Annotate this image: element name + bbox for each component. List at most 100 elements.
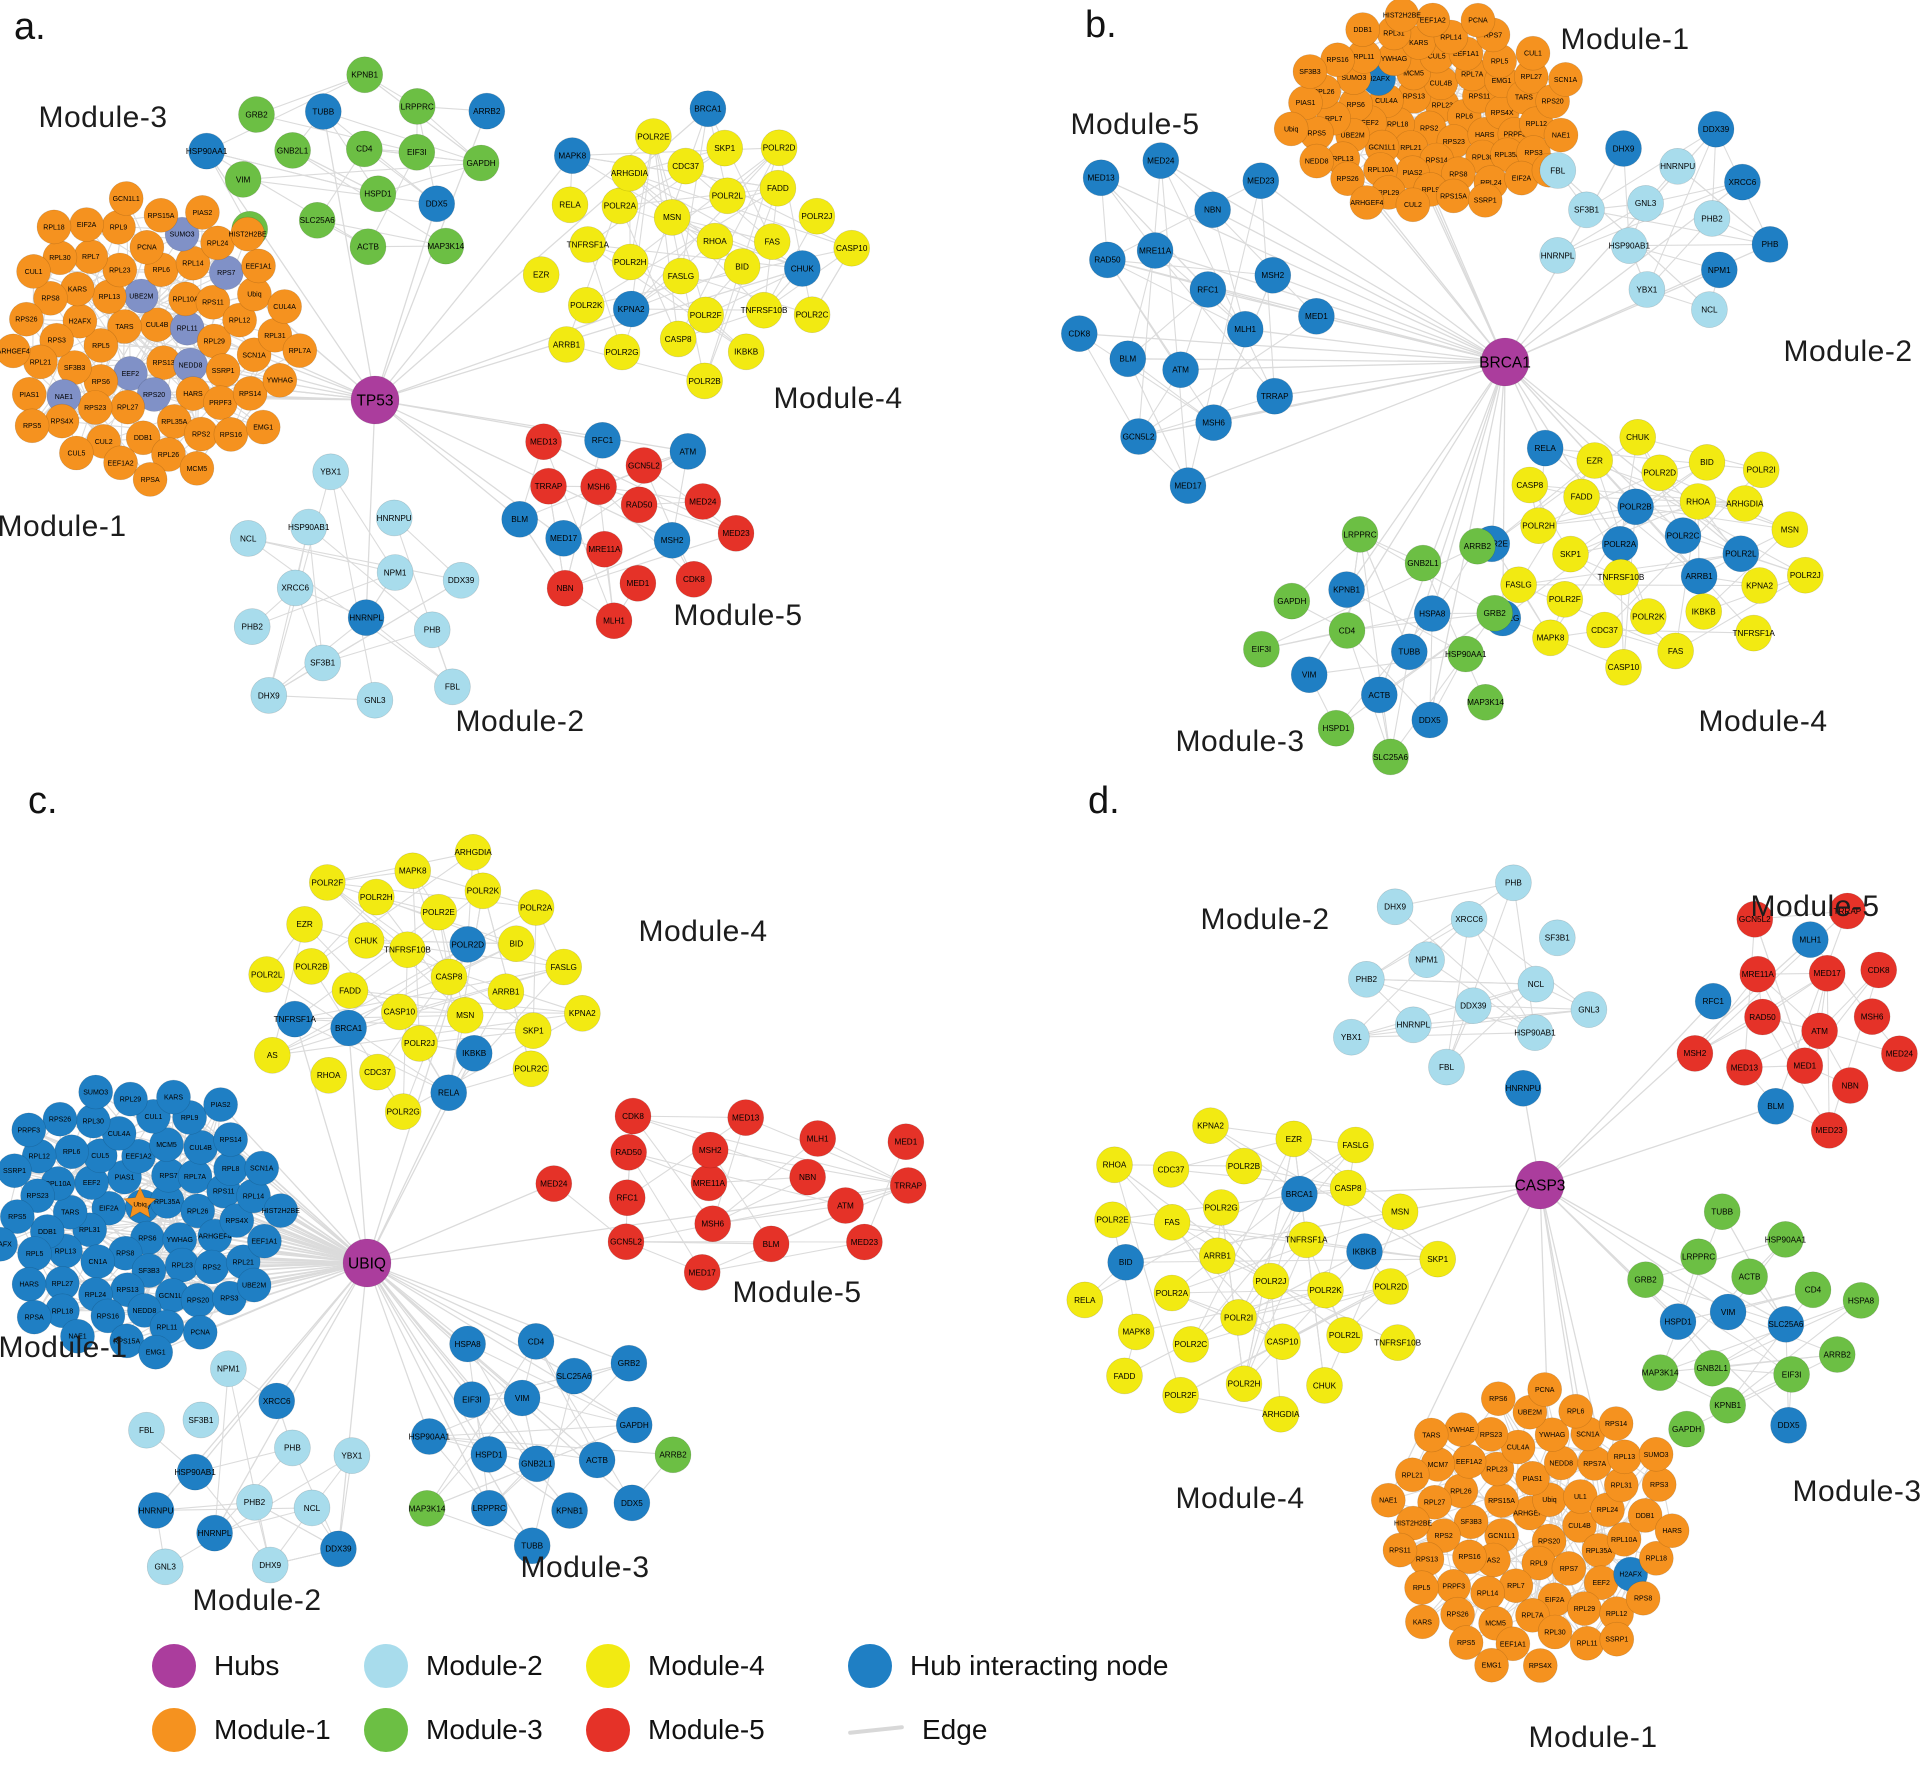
node-label: MCM5 <box>1403 71 1424 78</box>
node-label: MED24 <box>689 497 717 506</box>
network-node: RPS5 <box>0 1199 35 1234</box>
network-node: TUBB <box>513 1527 551 1564</box>
node-label: EEF1A2 <box>126 1154 152 1161</box>
legend-item-module2: Module-2 <box>364 1644 586 1688</box>
node-label: NPM1 <box>1415 956 1438 965</box>
node-label: GAPDH <box>1277 597 1306 606</box>
node-label: NAE1 <box>1379 1498 1397 1505</box>
node-label: MAP3K14 <box>409 1504 446 1513</box>
node-label: KARS <box>68 287 87 294</box>
edge <box>194 1471 271 1566</box>
edge <box>1272 274 1506 363</box>
network-node: RPS5 <box>14 408 50 444</box>
node-label: POLR2K <box>570 301 603 310</box>
edge <box>521 1397 635 1426</box>
node-label: RPL5 <box>92 343 110 350</box>
node-label: YWHAE <box>1449 1427 1475 1434</box>
node-label: CASP3 <box>1515 1177 1566 1194</box>
network-node: HSP90AA1 <box>186 132 228 170</box>
node-label: RPS14 <box>1426 158 1448 165</box>
edge <box>1502 361 1506 619</box>
edge <box>366 1092 450 1264</box>
node-label: YBX1 <box>320 468 341 477</box>
node-label: RAD50 <box>1094 256 1121 265</box>
legend-label-module4: Module-4 <box>648 1650 765 1681</box>
edge <box>863 1141 907 1243</box>
edge <box>629 261 747 353</box>
network-node: SF3B3 <box>1292 54 1328 89</box>
node-label: PIAS1 <box>1523 1476 1543 1483</box>
edge <box>535 1341 633 1504</box>
network-node: PHB2 <box>1693 200 1731 237</box>
edge <box>294 1018 368 1264</box>
node-label: RPL11 <box>156 1324 177 1331</box>
network-node: HSPA8 <box>449 1325 486 1363</box>
node-label: ARHGEF4 <box>198 1234 231 1241</box>
network-node: ARRB1 <box>487 973 525 1011</box>
network-node: MSN <box>1771 511 1809 548</box>
network-node: POLR2H <box>357 878 395 916</box>
node-label: RPL13 <box>55 1249 77 1256</box>
network-node: RELA <box>1066 1281 1104 1319</box>
network-node: MED23 <box>846 1223 883 1261</box>
network-node: POLR2J <box>1252 1262 1290 1300</box>
node-label: TNFRSF10B <box>384 946 431 955</box>
node-label: DDX39 <box>325 1545 352 1554</box>
network-node: ACTB <box>349 228 387 265</box>
node-label: KPNA2 <box>1197 1122 1224 1131</box>
network-node: GNB2L1 <box>518 1445 556 1483</box>
network-node: EZR <box>286 906 323 943</box>
network-node: TARS <box>52 1194 88 1230</box>
network-node: RPL26 <box>180 1193 215 1229</box>
network-node: MED17 <box>545 519 582 557</box>
node-label: NPM1 <box>384 568 407 577</box>
node-label: TNFRSF10B <box>1374 1339 1421 1348</box>
network-node: POLR2C <box>1172 1326 1210 1363</box>
node-label: RPL14 <box>1440 34 1462 41</box>
network-node: RPS16 <box>1452 1539 1487 1575</box>
node-label: RPS3 <box>1524 150 1542 157</box>
node-label: VIM <box>236 175 251 184</box>
node-label: CHUK <box>1626 433 1650 442</box>
node-label: PHB <box>284 1444 301 1453</box>
edge <box>707 108 773 242</box>
network-node: ARRB2 <box>1818 1336 1856 1373</box>
node-label: GCN5L2 <box>1123 432 1155 441</box>
node-label: EEF2 <box>1361 120 1379 127</box>
node-label: POLR2A <box>520 903 553 912</box>
network-node: MRE11A <box>1136 232 1174 269</box>
node-label: HIST2H2BE <box>262 1208 300 1215</box>
network-node: RPL21 <box>23 344 58 380</box>
node-label: RPL13 <box>1614 1454 1636 1461</box>
edge <box>1635 506 1790 531</box>
edge <box>402 949 408 1112</box>
node-label: RPS20 <box>187 1298 209 1305</box>
network-node: RPL10A <box>168 281 203 317</box>
network-node: NAE1 <box>1543 117 1579 153</box>
edge <box>1359 534 1392 757</box>
network-node: ACTB <box>1731 1258 1768 1295</box>
network-node: POLR2H <box>611 243 649 281</box>
node-label: CUL2 <box>95 439 113 446</box>
node-label: POLR2H <box>614 258 647 267</box>
node-label: HSPD1 <box>364 190 392 199</box>
network-node: GCN5L2 <box>1736 900 1774 938</box>
network-node: NBN <box>1194 191 1231 228</box>
network-node: POLR2K <box>1307 1271 1344 1309</box>
network-node: HIST2H2BE <box>229 216 267 252</box>
network-node: RPL21 <box>1395 1457 1430 1493</box>
network-node: CUL4B <box>183 1130 218 1165</box>
node-label: PHB <box>1505 879 1522 888</box>
node-label: MSH2 <box>699 1146 722 1155</box>
node-label: POLR2H <box>1522 522 1555 531</box>
network-node: RPL7A <box>282 333 318 368</box>
node-label: FASLG <box>1505 581 1531 590</box>
node-label: RPL9 <box>110 225 128 232</box>
network-node: RPS15A <box>143 198 179 233</box>
hub-node: BRCA1 <box>1479 337 1531 387</box>
network-node: RPS20 <box>180 1283 216 1318</box>
edge <box>535 1341 598 1461</box>
network-node: GCN5L2 <box>1120 418 1157 455</box>
network-node: CASP8 <box>1329 1169 1367 1207</box>
